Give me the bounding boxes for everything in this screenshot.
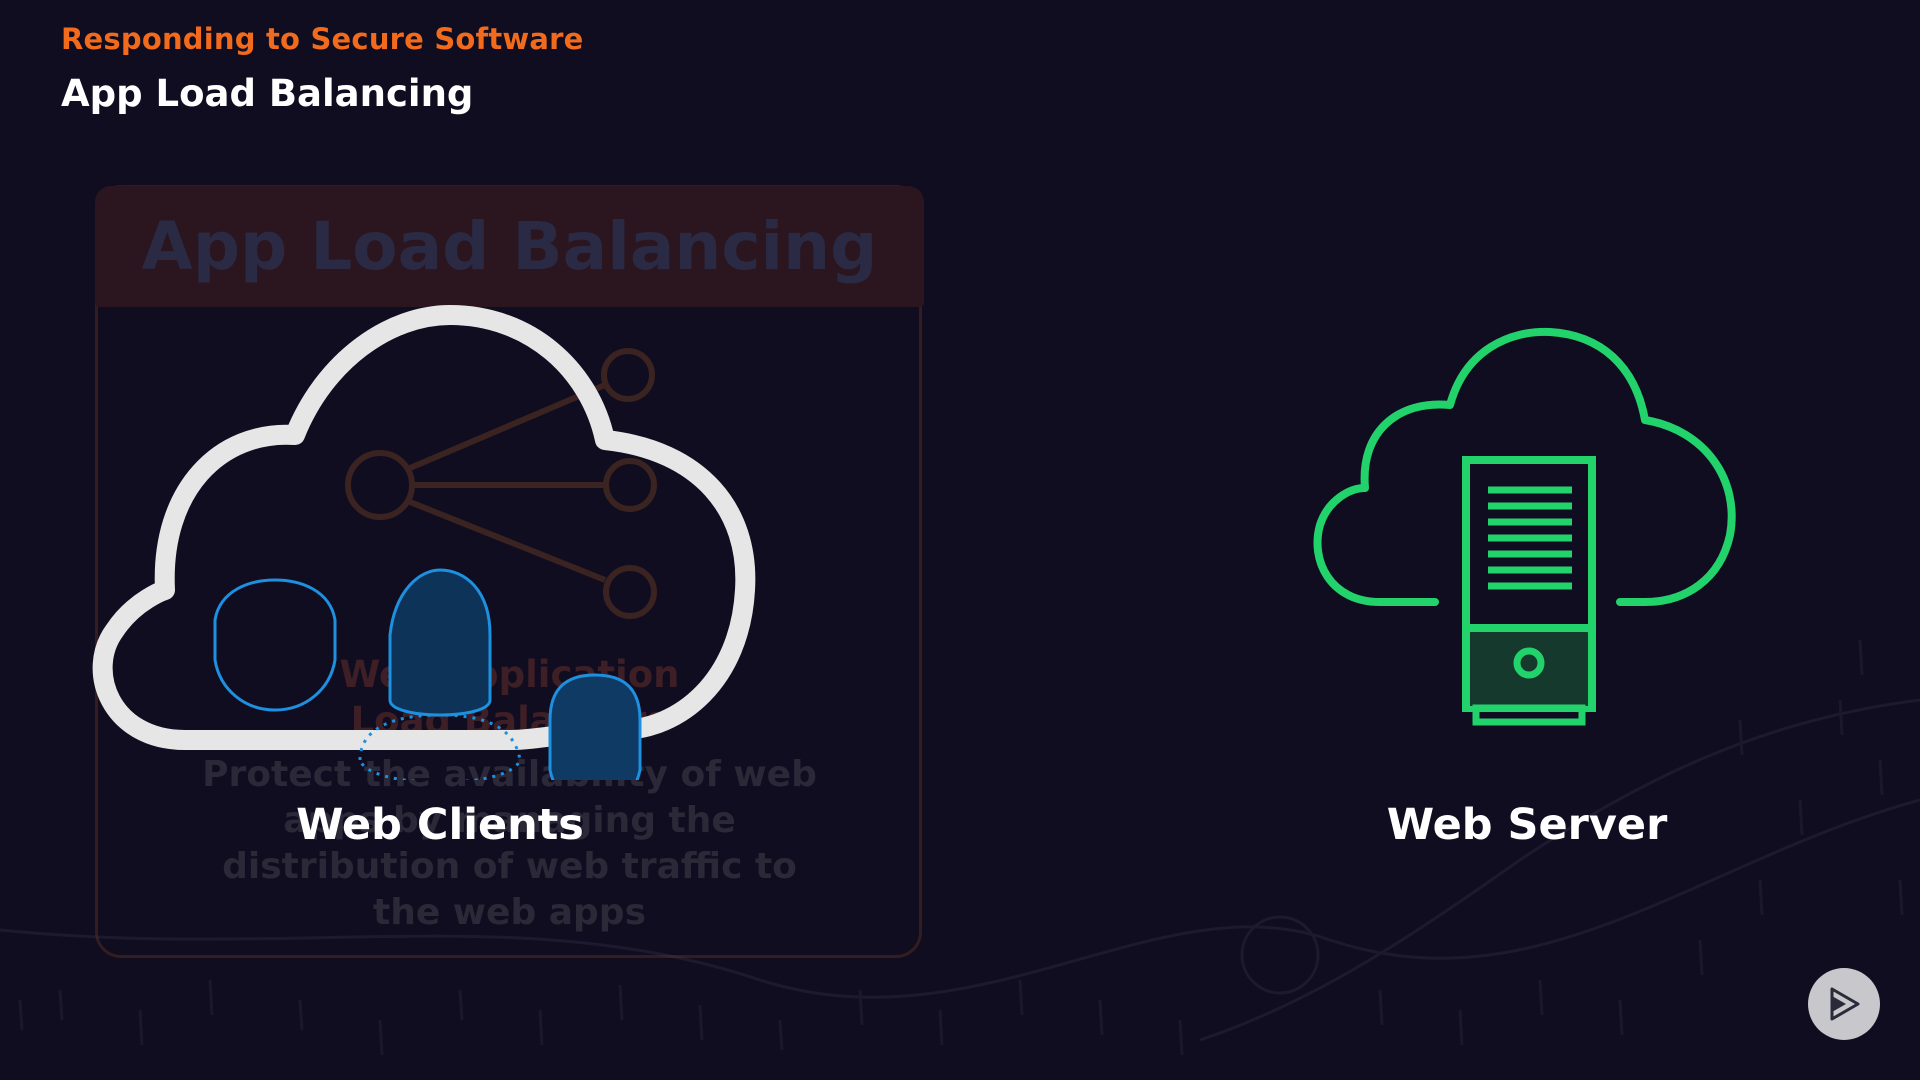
background-card-header: App Load Balancing <box>95 186 924 307</box>
server-tower-icon <box>1462 456 1596 726</box>
slide-title: App Load Balancing <box>61 72 474 115</box>
slide-header: Responding to Secure Software App Load B… <box>61 22 584 115</box>
server-cloud-outline <box>1313 327 1736 606</box>
person-icon <box>213 578 337 712</box>
person-icon <box>548 673 642 780</box>
course-title: Responding to Secure Software <box>61 22 584 56</box>
share-icon <box>345 348 657 619</box>
web-server-label: Web Server <box>1386 800 1668 850</box>
play-icon <box>1830 987 1860 1021</box>
cloud-users-icon <box>92 305 756 780</box>
background-card-desc-line: apps by managing the <box>283 800 736 841</box>
web-clients-label: Web Clients <box>296 800 584 850</box>
background-card-desc-line: Protect the availability of web <box>202 754 817 795</box>
background-card-desc-line: the web apps <box>372 892 647 933</box>
cloud-server-icon <box>1313 327 1736 726</box>
background-card-title: App Load Balancing <box>141 208 878 285</box>
client-cloud-outline <box>92 305 756 750</box>
background-card-desc-line: distribution of web traffic to <box>222 846 797 887</box>
background-card-description: Protect the availability of web apps by … <box>95 752 924 936</box>
play-button[interactable] <box>1808 968 1880 1040</box>
person-icon <box>388 568 492 717</box>
